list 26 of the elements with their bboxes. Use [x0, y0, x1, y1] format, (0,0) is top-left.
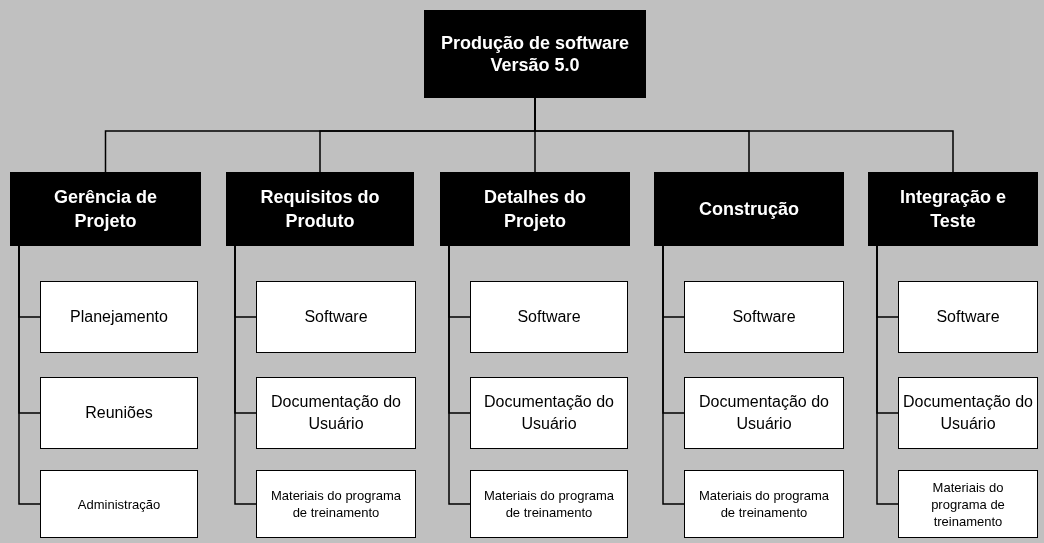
task-box: Materiais do programa de treinamento: [470, 470, 628, 538]
task-box: Administração: [40, 470, 198, 538]
task-box: Materiais do programa de treinamento: [898, 470, 1038, 538]
root-box: Produção de software Versão 5.0: [424, 10, 646, 98]
task-box: Software: [898, 281, 1038, 353]
task-box: Documentação do Usuário: [898, 377, 1038, 449]
task-box: Documentação do Usuário: [470, 377, 628, 449]
task-box: Software: [470, 281, 628, 353]
connector-line: [876, 245, 899, 505]
task-box: Documentação do Usuário: [684, 377, 844, 449]
task-box: Software: [256, 281, 416, 353]
connector-line: [662, 245, 685, 505]
category-box: Detalhes do Projeto: [440, 172, 630, 246]
category-box: Requisitos do Produto: [226, 172, 414, 246]
task-box: Planejamento: [40, 281, 198, 353]
task-box: Documentação do Usuário: [256, 377, 416, 449]
task-box: Reuniões: [40, 377, 198, 449]
task-box: Materiais do programa de treinamento: [684, 470, 844, 538]
category-box: Integração e Teste: [868, 172, 1038, 246]
category-box: Construção: [654, 172, 844, 246]
connector-line: [18, 245, 41, 505]
task-box: Materiais do programa de treinamento: [256, 470, 416, 538]
task-box: Software: [684, 281, 844, 353]
connector-line: [234, 245, 257, 505]
category-box: Gerência de Projeto: [10, 172, 201, 246]
connector-line: [448, 245, 471, 505]
